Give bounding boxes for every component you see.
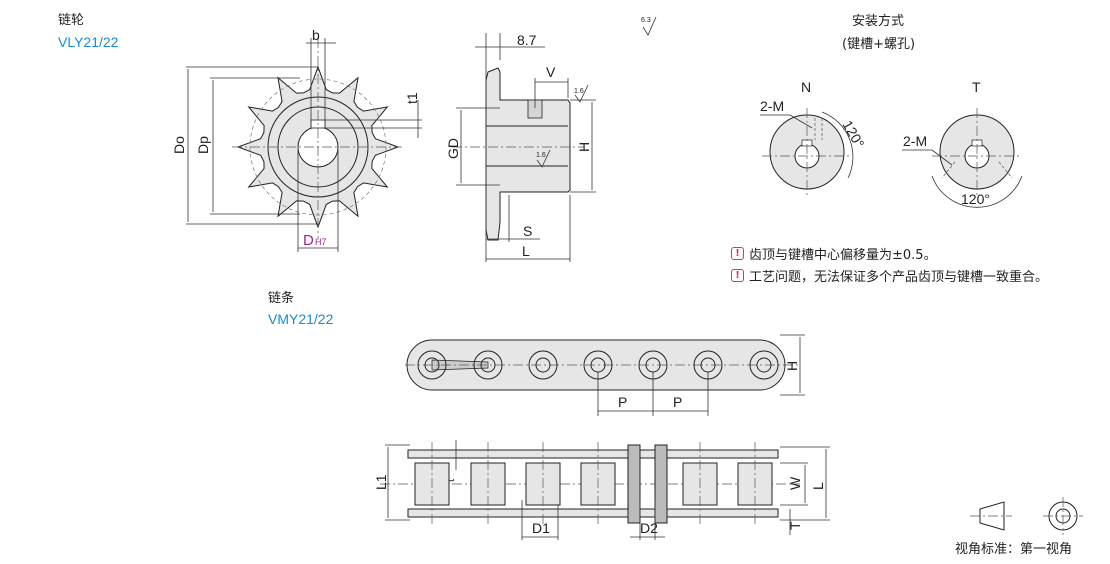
chain-top-view: H P P: [405, 334, 805, 416]
mounting-subtitle: (键槽+螺孔): [842, 37, 915, 52]
dim-b: b: [312, 27, 320, 43]
mount-type-n: N 120° 2-M: [760, 79, 868, 198]
dim-h: H: [576, 142, 592, 152]
chain-roller: [693, 350, 723, 380]
chain-dim-d2: D2: [640, 520, 658, 536]
chain-dim-d1: D1: [532, 520, 550, 536]
chain-dim-l: L: [810, 482, 826, 490]
warning-icon: !: [731, 269, 744, 282]
chain-roller: [749, 350, 779, 380]
chain-model: VMY21/22: [268, 311, 334, 327]
chain-roller: [638, 350, 668, 380]
chain-roller: [473, 350, 503, 380]
screw-t: 2-M: [903, 133, 927, 149]
roughness-face: 1.6: [574, 88, 584, 95]
dim-s: S: [523, 223, 532, 239]
label-t: T: [972, 79, 981, 95]
chain-roller: [528, 350, 558, 380]
dim-t1: t1: [404, 92, 420, 104]
chain-dim-l1: L1: [373, 474, 389, 490]
chain-side-view: L1 t D1 D2 W L T: [373, 440, 830, 540]
sprocket-title: 链轮: [58, 13, 84, 28]
chain-dim-t-plate: T: [787, 521, 803, 530]
roughness-bore: 1.6: [536, 152, 546, 159]
chain-pin: [535, 357, 551, 373]
note-offset: ! 齿顶与键槽中心偏移量为±0.5。: [731, 244, 937, 263]
dim-gd: GD: [445, 138, 461, 159]
chain-pin: [645, 357, 661, 373]
chain-pin: [480, 357, 496, 373]
mount-type-t: T 120° 2-M: [902, 79, 1023, 208]
screw-n: 2-M: [760, 98, 784, 114]
chain-pin: [756, 357, 772, 373]
dim-d-tolerance: H7: [315, 237, 327, 247]
sprocket-model: VLY21/22: [58, 34, 119, 50]
note-text: 工艺问题，无法保证多个产品齿顶与键槽一致重合。: [749, 270, 1049, 285]
chain-pin: [590, 357, 606, 373]
chain-dim-p2: P: [673, 394, 682, 410]
chain-title: 链条: [268, 290, 294, 306]
note-alignment: ! 工艺问题，无法保证多个产品齿顶与键槽一致重合。: [731, 266, 1048, 285]
chain-dim-t: t: [445, 479, 457, 482]
angle-t: 120°: [961, 191, 990, 207]
chain-roller: [417, 350, 447, 380]
chain-roller: [583, 350, 613, 380]
chain-pin: [700, 357, 716, 373]
dim-dp: Dp: [195, 136, 211, 154]
dim-width-8-7: 8.7: [517, 32, 537, 48]
dim-do: Do: [171, 136, 187, 154]
chain-dim-h: H: [784, 361, 800, 371]
sprocket-side-view: 8.7 V GD H S L 1.6 1.6 6.3: [445, 16, 657, 262]
chain-dim-w: W: [787, 476, 803, 490]
dim-l: L: [522, 243, 530, 259]
sprocket-front-view: Do Dp b t1 D H7: [171, 27, 422, 252]
chain-pin: [424, 357, 440, 373]
note-text: 齿顶与键槽中心偏移量为±0.5。: [749, 248, 937, 263]
roughness-general: 6.3: [641, 17, 651, 24]
mounting-title: 安装方式: [852, 13, 904, 29]
chain-dim-p1: P: [618, 394, 627, 410]
dim-d: D: [303, 232, 314, 249]
projection-label: 视角标准：第一视角: [955, 542, 1072, 557]
warning-icon: !: [731, 247, 744, 260]
label-n: N: [801, 79, 811, 95]
first-angle-projection-symbol: 视角标准：第一视角: [955, 497, 1083, 557]
dim-v: V: [546, 64, 556, 80]
